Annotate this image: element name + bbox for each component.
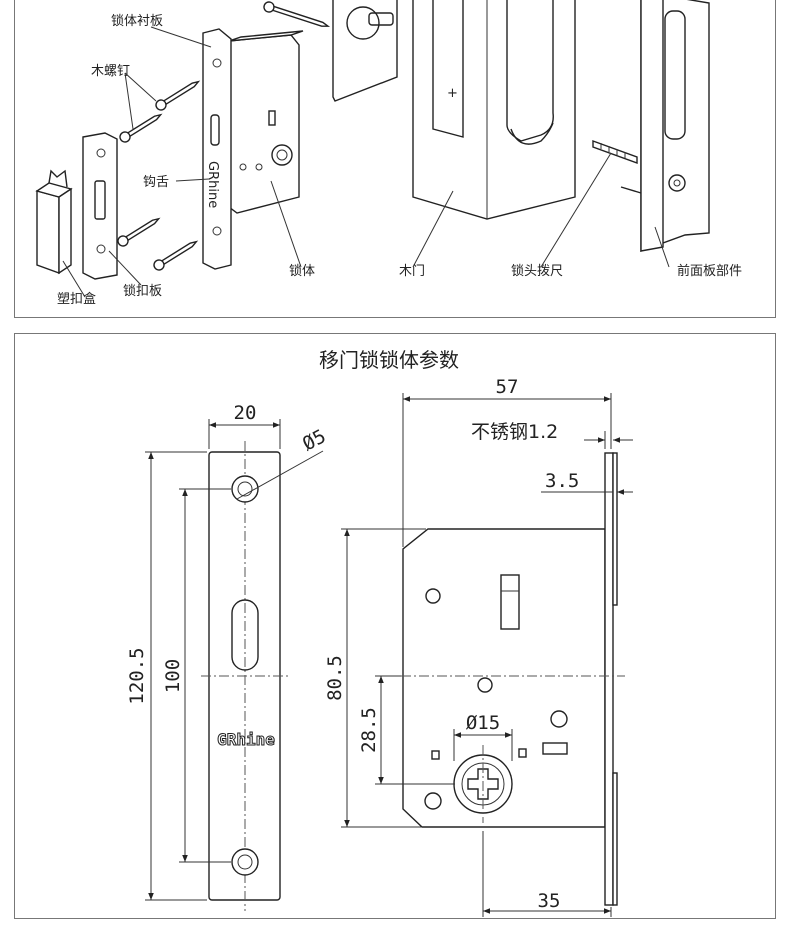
label-front-panel-parts: 前面板部件 — [677, 263, 742, 279]
lock-body-view — [401, 452, 625, 906]
leader-lines — [62, 26, 670, 298]
strike-plate — [82, 132, 118, 280]
dim-body-height: 80.5 — [324, 655, 346, 701]
drawing-title: 移门锁锁体参数 — [319, 348, 459, 372]
label-lock-body-liner: 锁体衬板 — [111, 13, 163, 29]
dim-cylinder-diameter: Ø15 — [466, 712, 500, 734]
dim-screw-hole: Ø5 — [299, 425, 330, 455]
plastic-box — [35, 169, 73, 275]
exploded-view-drawing: GRhine + — [35, 0, 742, 307]
dim-faceplate-width: 20 — [234, 402, 257, 424]
dimension-drawing: 移门锁锁体参数 GRhine 20 Ø5 120.5 100 — [126, 348, 633, 917]
dim-faceplate-offset: 3.5 — [545, 470, 579, 492]
liner-brand-mark: GRhine — [205, 161, 220, 208]
lock-body-assembly: GRhine — [202, 28, 304, 270]
dim-body-depth: 57 — [496, 376, 519, 398]
lock-body-dimensions: 57 不锈钢1.2 3.5 80.5 28.5 Ø15 35 — [324, 376, 633, 917]
svg-text:+: + — [447, 86, 458, 101]
wood-screws — [117, 1, 331, 271]
label-lock-body: 锁体 — [289, 263, 315, 279]
dimension-drawing-panel: 移门锁锁体参数 GRhine 20 Ø5 120.5 100 — [14, 333, 776, 919]
dim-faceplate-height: 120.5 — [126, 647, 148, 704]
wooden-door: + — [412, 0, 576, 220]
front-panel — [640, 0, 710, 252]
label-wood-screw: 木螺钉 — [91, 64, 130, 79]
part-labels: 锁体衬板 木螺钉 钩舌 塑扣盒 锁扣板 锁体 木门 锁头拨尺 前面板部件 — [57, 13, 742, 307]
faceplate-view: GRhine — [201, 441, 291, 911]
cylinder-tailpiece — [592, 140, 642, 194]
label-plastic-box: 塑扣盒 — [57, 291, 96, 307]
label-strike-plate: 锁扣板 — [123, 283, 162, 299]
dim-material-label: 不锈钢1.2 — [471, 421, 558, 443]
label-latch-tongue: 钩舌 — [143, 175, 169, 190]
exploded-view-panel: GRhine + — [14, 0, 776, 318]
dim-screw-spacing: 100 — [162, 659, 184, 693]
faceplate-brand-mark: GRhine — [217, 730, 275, 749]
label-wooden-door: 木门 — [399, 264, 425, 279]
dim-backset: 35 — [538, 890, 561, 912]
label-cylinder-tailpiece: 锁头拨尺 — [511, 263, 563, 279]
cylinder-escutcheon — [332, 0, 398, 102]
dim-cylinder-height: 28.5 — [358, 707, 380, 753]
